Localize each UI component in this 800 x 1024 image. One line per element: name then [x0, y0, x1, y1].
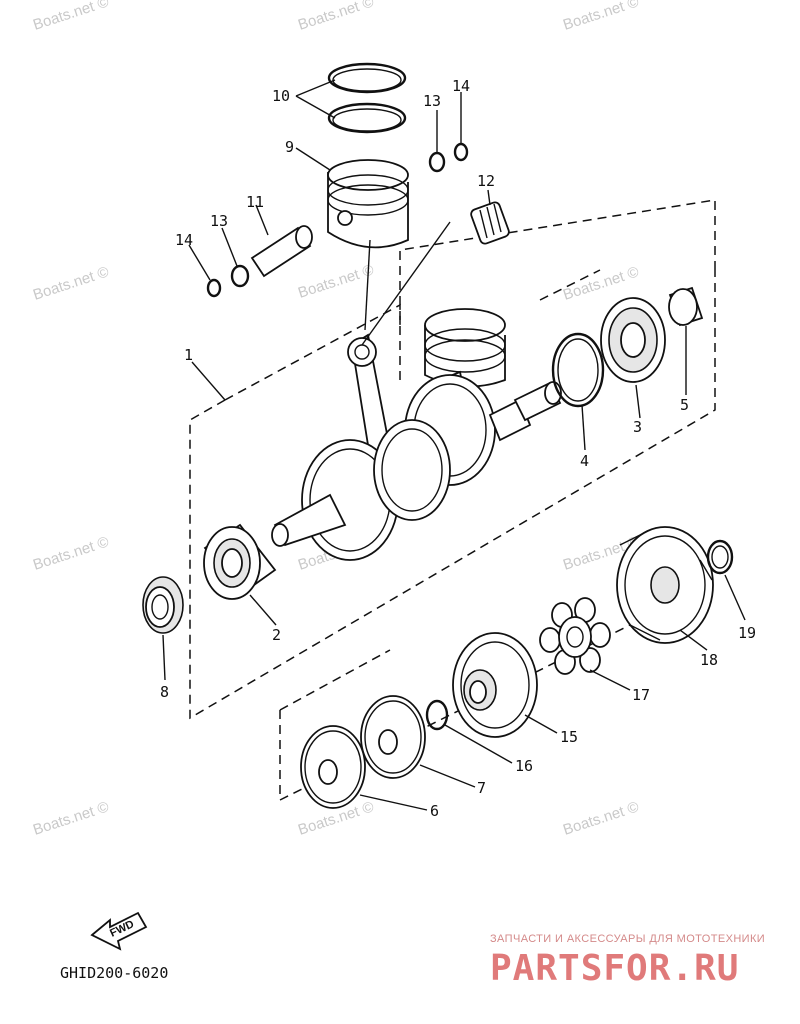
collar	[668, 286, 704, 327]
callout-18: 18	[700, 651, 718, 669]
needle-bearing	[470, 201, 510, 245]
rubber-damper	[539, 597, 611, 675]
watermark: Boats.net ©	[31, 533, 111, 573]
circlip	[551, 332, 605, 408]
watermark: Boats.net ©	[561, 0, 641, 34]
fwd-arrow-icon: FWD	[90, 911, 148, 951]
callout-15: 15	[560, 728, 578, 746]
watermark: Boats.net ©	[31, 0, 111, 34]
callout-1: 1	[184, 346, 193, 364]
callout-16: 16	[515, 757, 533, 775]
piston-pin	[250, 225, 313, 278]
callout-13: 13	[210, 212, 228, 230]
callout-14: 14	[175, 231, 193, 249]
callout-13: 13	[423, 92, 441, 110]
callout-2: 2	[272, 626, 281, 644]
diagram-code: GHID200-6020	[60, 964, 168, 982]
drive-coupling	[616, 526, 714, 644]
callout-17: 17	[632, 686, 650, 704]
piston-rings	[327, 62, 407, 134]
brand-logo: ЗАПЧАСТИ И АКСЕССУАРЫ ДЛЯ МОТОТЕХНИКИ PA…	[490, 933, 765, 989]
callout-4: 4	[580, 452, 589, 470]
crankshaft-assembly	[271, 308, 562, 561]
assembly-outline-crank	[189, 199, 716, 720]
callout-14: 14	[452, 77, 470, 95]
brand-tagline: ЗАПЧАСТИ И АКСЕССУАРЫ ДЛЯ МОТОТЕХНИКИ	[490, 933, 765, 945]
callout-8: 8	[160, 683, 169, 701]
watermark: Boats.net ©	[296, 0, 376, 34]
callout-19: 19	[738, 624, 756, 642]
spacer-plate	[300, 725, 366, 809]
callout-11: 11	[246, 193, 264, 211]
main-bearing-3	[600, 297, 666, 383]
watermark: Boats.net ©	[296, 261, 376, 301]
leader-lines	[162, 79, 746, 811]
washer-19	[706, 539, 734, 575]
spacer-plate	[360, 695, 426, 779]
callout-5: 5	[680, 396, 689, 414]
main-bearing-2	[203, 523, 277, 600]
callout-7: 7	[477, 779, 486, 797]
callout-6: 6	[430, 802, 439, 820]
callout-3: 3	[633, 418, 642, 436]
brand-wordmark: PARTSFOR.RU	[490, 948, 739, 989]
watermark: Boats.net ©	[31, 798, 111, 838]
callout-10: 10	[272, 87, 290, 105]
piston	[327, 159, 409, 249]
watermark: Boats.net ©	[561, 798, 641, 838]
callout-9: 9	[285, 138, 294, 156]
coupling-hub	[452, 632, 538, 738]
oil-seal	[142, 576, 184, 634]
o-ring	[425, 699, 449, 731]
watermark: Boats.net ©	[31, 263, 111, 303]
callout-12: 12	[477, 172, 495, 190]
callouts: 10 9 13 14 12 11 13 14 1 4 3 5 2 8 19 18…	[160, 77, 756, 820]
